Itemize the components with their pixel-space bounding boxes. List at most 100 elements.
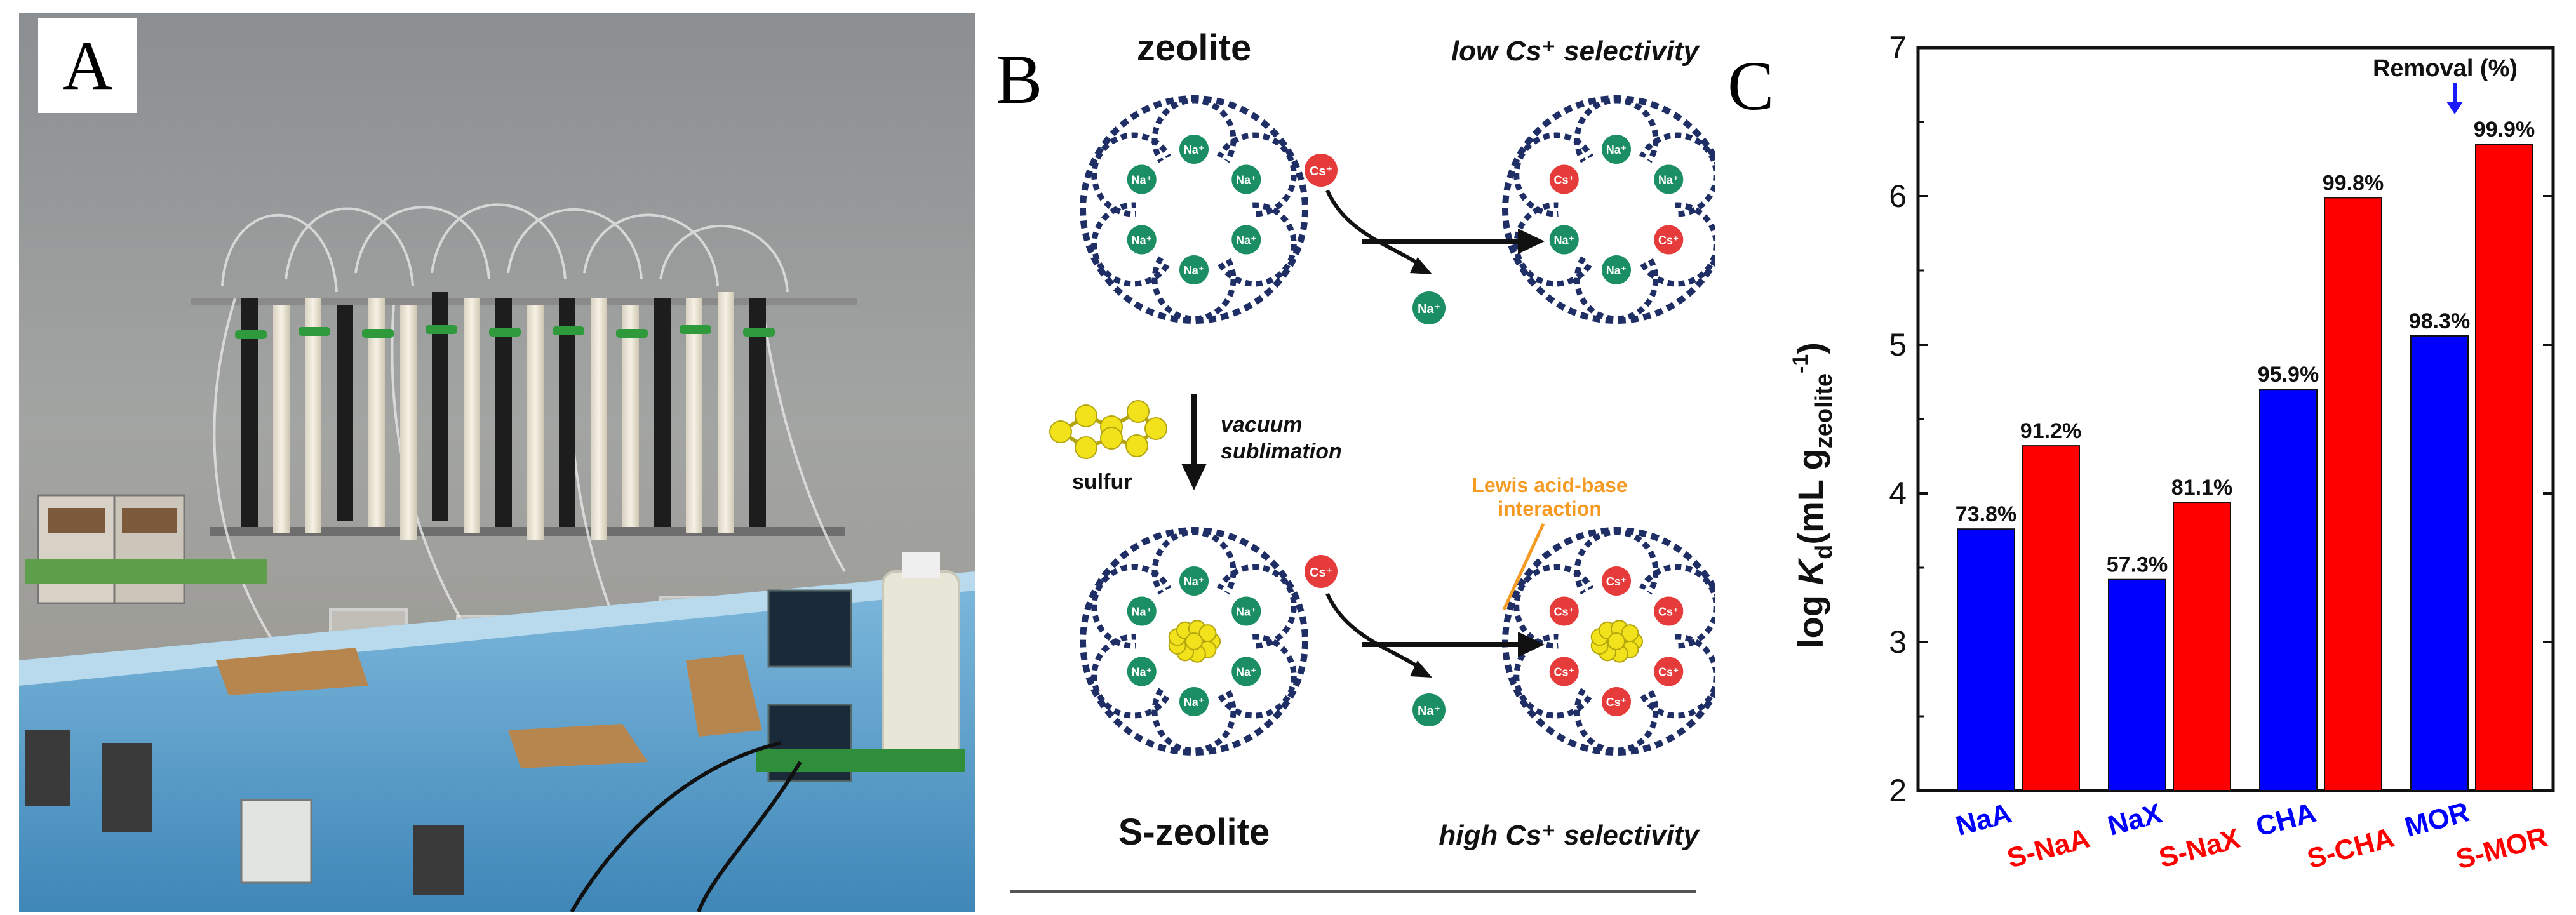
cs-ion-label: Cs⁺ [1553, 174, 1574, 187]
panel-letter-c: C [1727, 47, 1774, 124]
zeolite-framework-top-right: Na⁺Na⁺Cs⁺Na⁺Na⁺Cs⁺ [1502, 95, 1731, 324]
panel-letter-b: B [996, 41, 1043, 118]
label-high-selectivity: high Cs⁺ selectivity [1439, 820, 1700, 851]
label-vacuum: vacuum [1221, 413, 1303, 437]
panel-b-baseline [1010, 890, 1696, 893]
cs-ion-label: Cs⁺ [1606, 696, 1627, 709]
na-ion [1230, 163, 1263, 196]
category-label-s-nax: S-NaX [2156, 823, 2243, 874]
na-ion [1548, 224, 1580, 256]
na-ion-label: Na⁺ [1553, 234, 1574, 247]
framework-cavity [1136, 151, 1252, 268]
na-ion [1125, 655, 1158, 688]
na-ion-label: Na⁺ [1131, 666, 1152, 679]
sulfur-atom [1185, 632, 1203, 650]
label-lewis-line1: Lewis acid-base [1472, 474, 1627, 497]
na-ion [1125, 224, 1158, 256]
cs-ion-label: Cs⁺ [1658, 606, 1679, 618]
y-tick-label: 4 [1889, 476, 1907, 511]
category-label-s-mor: S-MOR [2453, 821, 2551, 875]
cs-ion-label: Cs⁺ [1606, 575, 1627, 588]
bar-cha [2259, 389, 2318, 791]
na-ion-label: Na⁺ [1184, 575, 1205, 588]
label-zeolite: zeolite [1137, 27, 1252, 69]
s-zeolite-framework-bottom-left: Na⁺ Na⁺ Na⁺ Na⁺ Na⁺ Na⁺ [1080, 527, 1308, 756]
bar-chart: 23456773.8%NaA91.2%S-NaA57.3%NaX81.1%S-N… [1788, 30, 2555, 876]
ylabel-zeolite: zeolite [1811, 373, 1837, 448]
cs-ion-label: Cs⁺ [1658, 234, 1679, 247]
ylabel-exponent: -1 [1788, 354, 1813, 373]
na-ion [1653, 163, 1685, 196]
label-lewis-line2: interaction [1498, 497, 1602, 520]
na-ion [1125, 595, 1158, 627]
na-ion-label: Na⁺ [1184, 696, 1205, 709]
na-ion [1230, 224, 1263, 256]
category-label-s-naa: S-NaA [2004, 822, 2093, 874]
na-ion [1230, 655, 1263, 688]
ylabel-k: K [1790, 557, 1830, 585]
category-label-s-cha: S-CHA [2304, 822, 2398, 874]
na-ion [1178, 686, 1210, 718]
bar-s-naa [2022, 445, 2080, 791]
clamps [235, 325, 775, 339]
removal-label-s-cha: 99.8% [2323, 171, 2384, 195]
na-ion-label: Na⁺ [1131, 606, 1152, 618]
removal-label-naa: 73.8% [1955, 502, 2016, 526]
na-ion-label: Na⁺ [1236, 174, 1257, 187]
cs-ion-incoming-bottom [1305, 555, 1338, 588]
bottom-exchange-arrow: Cs⁺ Na⁺ [1305, 555, 1545, 726]
lewis-pointer-line [1502, 523, 1545, 611]
category-label-cha: CHA [2253, 797, 2319, 843]
removal-label-cha: 95.9% [2258, 363, 2319, 387]
left-pumps [25, 494, 267, 604]
ylabel-unit: (mL g [1790, 448, 1830, 544]
svg-text:log Kd(mL gzeolite-1): log Kd(mL gzeolite-1) [1788, 342, 1837, 648]
removal-label-mor: 98.3% [2409, 309, 2470, 333]
schematic-svg: zeolite low Cs⁺ selectivity S-zeolite hi… [1049, 27, 1731, 853]
na-ion [1178, 254, 1210, 286]
right-pumps [756, 552, 965, 782]
sulfur-molecule [1049, 400, 1167, 459]
panel-b-schematic: B zeolite low Cs⁺ selectivity S-zeolite … [991, 0, 1731, 912]
cs-ion-label: Cs⁺ [1553, 666, 1574, 679]
na-ion-label: Na⁺ [1236, 606, 1257, 618]
label-sublimation: sublimation [1221, 439, 1342, 464]
category-label-nax: NaX [2105, 798, 2165, 841]
cs-ion-label: Cs⁺ [1658, 666, 1679, 679]
sulfur-atom [1075, 404, 1097, 427]
label-s-zeolite: S-zeolite [1118, 811, 1270, 853]
sulfur-atom [1607, 632, 1625, 650]
y-tick-label: 6 [1889, 178, 1907, 214]
na-ion [1600, 254, 1632, 286]
y-tick-label: 2 [1889, 773, 1907, 808]
na-ion-label: Na⁺ [1184, 264, 1205, 277]
na-ion [1178, 133, 1210, 165]
cs-ion-incoming-top [1305, 154, 1338, 187]
bar-s-nax [2173, 502, 2231, 791]
na-ion-label: Na⁺ [1658, 174, 1679, 187]
sublimation-arrow [1181, 394, 1207, 490]
ylabel-d: d [1811, 545, 1837, 559]
y-tick-label: 3 [1889, 624, 1907, 660]
na-ion-label: Na⁺ [1131, 174, 1152, 187]
na-ion [1178, 565, 1210, 597]
top-exchange-arrow: Cs⁺ Na⁺ [1305, 154, 1545, 324]
panel-letter-a: A [38, 18, 137, 113]
na-ion [1125, 163, 1158, 196]
lab-photo [19, 13, 975, 913]
cs-ion [1653, 595, 1685, 627]
sulfur-atom [1198, 624, 1217, 643]
removal-label-s-nax: 81.1% [2171, 476, 2232, 500]
sulfur-atom [1100, 427, 1123, 450]
cs-ion [1548, 655, 1580, 688]
na-ion-label: Na⁺ [1236, 234, 1257, 247]
cs-ion-label: Cs⁺ [1310, 164, 1332, 178]
na-ion-label: Na⁺ [1236, 666, 1257, 679]
sulfur-atom [1075, 436, 1097, 459]
cs-ion [1548, 595, 1580, 627]
cs-ion [1548, 163, 1580, 196]
na-ion [1230, 595, 1263, 627]
chart-layer: 23456773.8%NaA91.2%S-NaA57.3%NaX81.1%S-N… [1889, 30, 2555, 876]
na-ion-label: Na⁺ [1418, 302, 1440, 316]
